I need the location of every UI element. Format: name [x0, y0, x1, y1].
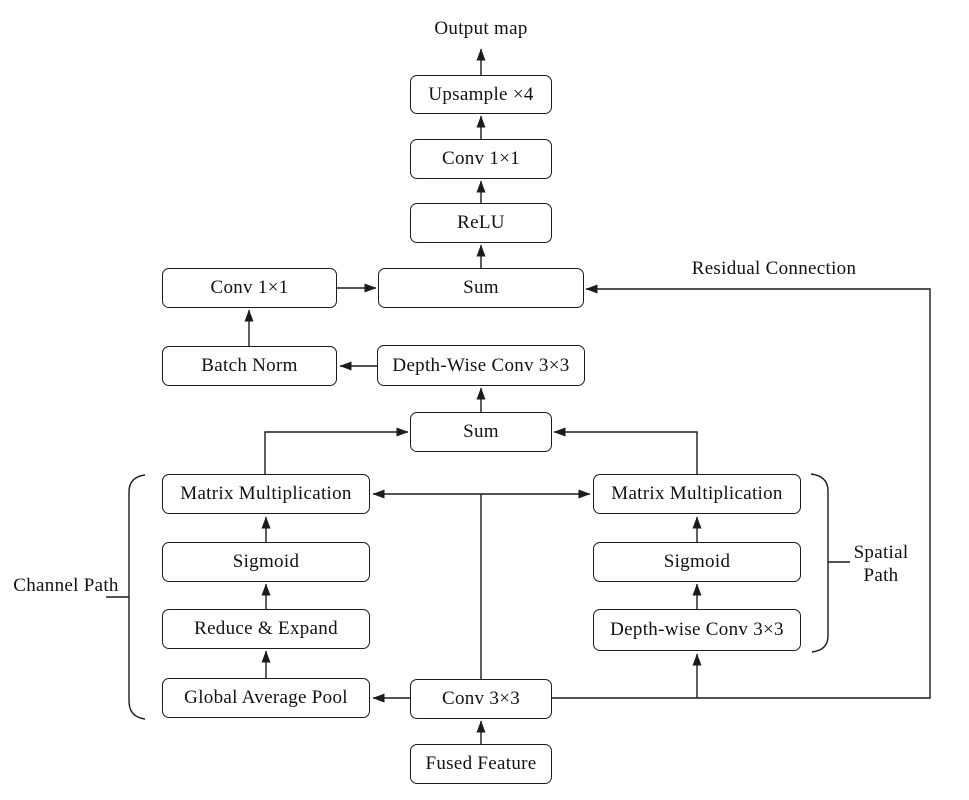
node-batch-norm: Batch Norm	[162, 346, 337, 386]
channel-path-label: Channel Path	[13, 575, 119, 596]
node-sum-top: Sum	[378, 268, 584, 308]
spatial-path-label: Spatial Path	[853, 542, 909, 586]
node-matmul-right: Matrix Multiplication	[593, 474, 801, 514]
arrow-residual-connection	[552, 284, 931, 699]
node-conv1x1-top: Conv 1×1	[410, 139, 552, 179]
node-relu: ReLU	[410, 203, 552, 243]
arrow-matmulleft-to-summid	[264, 427, 409, 474]
output-map-label: Output map	[434, 18, 528, 39]
node-fused-feature: Fused Feature	[410, 744, 552, 784]
node-matmul-left: Matrix Multiplication	[162, 474, 370, 514]
node-sum-mid: Sum	[410, 412, 552, 452]
node-sigmoid-right: Sigmoid	[593, 542, 801, 582]
node-sigmoid-left: Sigmoid	[162, 542, 370, 582]
node-upsample: Upsample ×4	[410, 75, 552, 114]
node-conv3x3: Conv 3×3	[410, 679, 552, 719]
residual-connection-label: Residual Connection	[691, 258, 857, 279]
node-conv1x1-left: Conv 1×1	[162, 268, 337, 308]
channel-path-brace	[128, 474, 146, 720]
node-reduce-expand: Reduce & Expand	[162, 609, 370, 649]
spatial-path-brace	[810, 473, 829, 653]
node-depthwise-conv-right: Depth-wise Conv 3×3	[593, 609, 801, 651]
arrow-matmulright-to-summid	[553, 427, 698, 474]
node-depthwise-conv-mid: Depth-Wise Conv 3×3	[377, 345, 585, 386]
node-global-avg-pool: Global Average Pool	[162, 678, 370, 718]
